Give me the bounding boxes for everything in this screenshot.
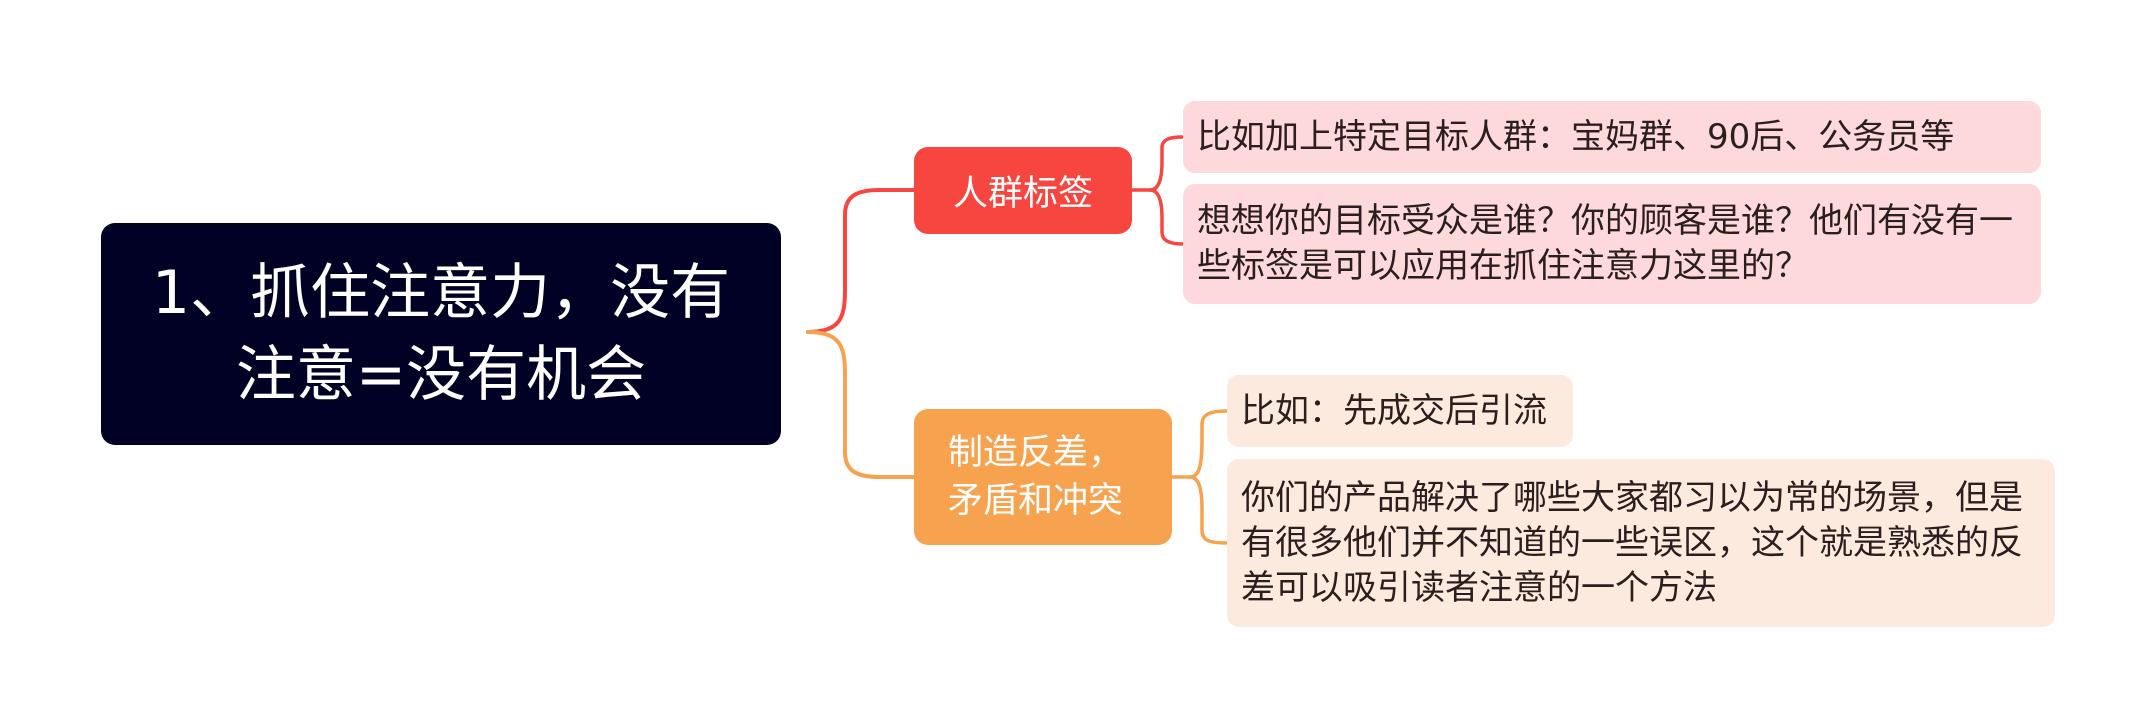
connector-root-orange xyxy=(806,330,916,479)
connector-red-leaf2 xyxy=(1148,188,1185,246)
leaf-crowd-example[interactable]: 比如加上特定目标人群：宝妈群、90后、公务员等 xyxy=(1183,101,2041,173)
leaf-crowd-example-text: 比如加上特定目标人群：宝妈群、90后、公务员等 xyxy=(1197,116,1955,157)
leaf-contrast-example[interactable]: 比如：先成交后引流 xyxy=(1227,375,1573,447)
leaf-crowd-question-text: 想想你的目标受众是谁？你的顾客是谁？他们有没有一些标签是可以应用在抓住注意力这里… xyxy=(1197,201,2013,286)
leaf-contrast-detail-text: 你们的产品解决了哪些大家都习以为常的场景，但是有很多他们并不知道的一些误区，这个… xyxy=(1241,477,2023,608)
root-topic[interactable]: 1、抓住注意力，没有注意=没有机会 xyxy=(101,223,781,445)
leaf-contrast-example-text: 比如：先成交后引流 xyxy=(1241,390,1547,431)
branch-contrast[interactable]: 制造反差，矛盾和冲突 xyxy=(914,409,1172,545)
connector-orange-leaf1 xyxy=(1170,409,1229,479)
connector-red-leaf1 xyxy=(1130,135,1185,192)
connector-orange-leaf2 xyxy=(1188,475,1229,545)
branch-crowd-tags[interactable]: 人群标签 xyxy=(914,147,1132,234)
leaf-contrast-detail[interactable]: 你们的产品解决了哪些大家都习以为常的场景，但是有很多他们并不知道的一些误区，这个… xyxy=(1227,459,2055,627)
root-topic-label: 1、抓住注意力，没有注意=没有机会 xyxy=(151,258,731,410)
leaf-crowd-question[interactable]: 想想你的目标受众是谁？你的顾客是谁？他们有没有一些标签是可以应用在抓住注意力这里… xyxy=(1183,184,2041,304)
branch-crowd-tags-label: 人群标签 xyxy=(952,174,1093,214)
branch-contrast-label: 制造反差，矛盾和冲突 xyxy=(948,433,1124,521)
connector-root-red xyxy=(806,188,916,334)
